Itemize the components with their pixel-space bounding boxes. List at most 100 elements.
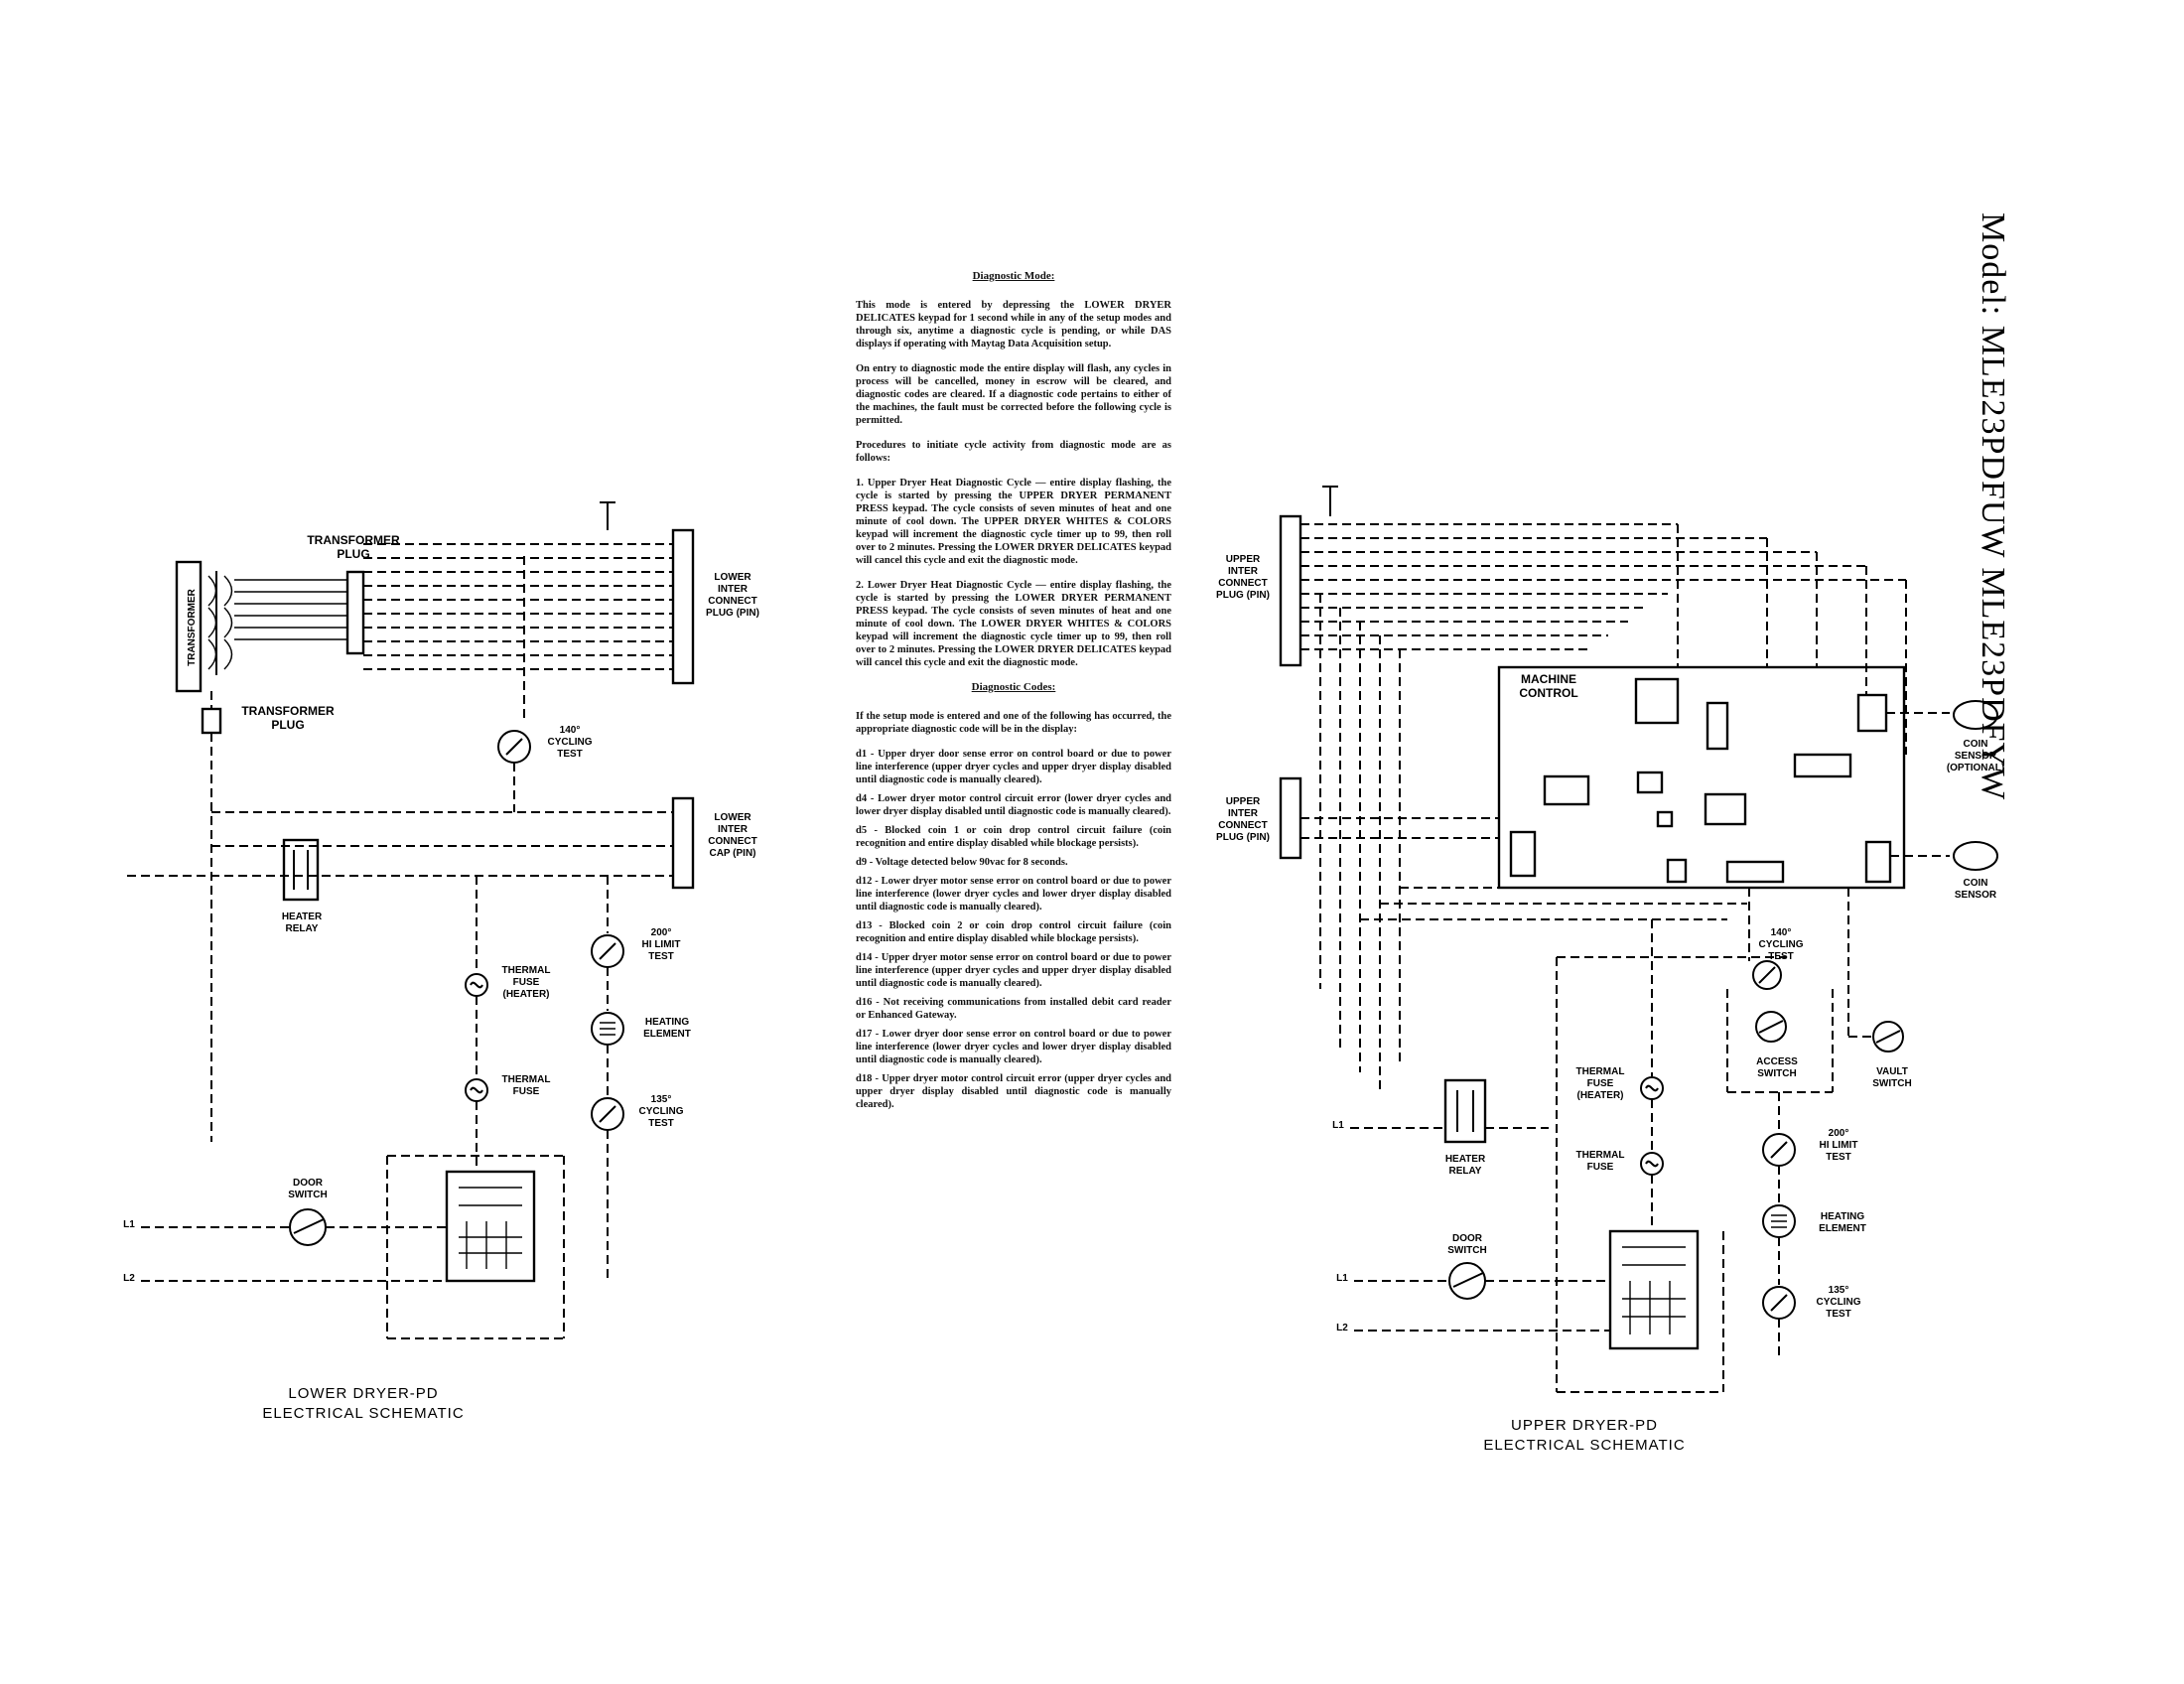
diagnostic-paragraph-2: On entry to diagnostic mode the entire d… (856, 363, 1171, 426)
lower-inter-connect-plug (671, 528, 695, 685)
door-switch-upper-label-2: SWITCH (1447, 1245, 1486, 1256)
lower-inter-connect-label-4: PLUG (PIN) (706, 608, 759, 619)
lower-inter-connect-label-3: CONNECT (708, 596, 756, 607)
hi-limit-label-3: TEST (648, 951, 674, 962)
upper-connect-b-label-4: PLUG (PIN) (1216, 832, 1270, 843)
upper-inter-connect-label-4: PLUG (PIN) (1216, 590, 1270, 601)
door-switch-label-2: SWITCH (288, 1190, 327, 1200)
door-switch-upper-label-1: DOOR (1452, 1233, 1483, 1244)
control-connector-j4 (1636, 771, 1664, 794)
coin-sensor-symbol (1953, 700, 1998, 730)
heating-element-label-2: ELEMENT (643, 1029, 691, 1040)
cycling-135-upper-label-1: 135° (1829, 1285, 1849, 1296)
thermal-fuse-upper-label-2: FUSE (1587, 1162, 1614, 1173)
cycling-135-label-2: CYCLING (639, 1106, 684, 1117)
transformer (175, 560, 203, 693)
upper-inter-connect-plug (1279, 514, 1302, 667)
upper-motor-assembly (1608, 1229, 1700, 1350)
diagnostic-text-column: Diagnostic Mode: This mode is entered by… (856, 270, 1171, 1117)
control-connector-j10 (1666, 858, 1688, 884)
lower-dryer-schematic: TRANSFORMER TRANSFORMER PLUG LOWER INTER… (123, 501, 759, 1422)
lower-connect-b-label-1: LOWER (714, 812, 751, 823)
cross-sensor-label-1: COIN (1964, 878, 1988, 889)
vault-switch-label-2: SWITCH (1872, 1078, 1911, 1089)
heating-element-upper-label-2: ELEMENT (1819, 1223, 1866, 1234)
thermal-fuse-heater-upper-label-3: (HEATER) (1576, 1090, 1623, 1101)
diagnostic-code-item: d17 - Lower dryer door sense error on co… (856, 1029, 1171, 1065)
hi-limit-label-1: 200° (651, 927, 672, 938)
transformer-plug-top-label-1: TRANSFORMER (307, 533, 400, 547)
upper-inter-connect-label-3: CONNECT (1218, 578, 1267, 589)
lower-line-l2: L2 (123, 1273, 135, 1284)
heating-element-upper-label-1: HEATING (1821, 1211, 1864, 1222)
upper-line-l1-top: L1 (1332, 1120, 1344, 1131)
diagnostic-paragraph-6: If the setup mode is entered and one of … (856, 711, 1171, 735)
heater-relay-label-2: RELAY (286, 923, 319, 934)
thermal-fuse-label-1: THERMAL (502, 1074, 551, 1085)
diagnostic-code-item: d9 - Voltage detected below 90vac for 8 … (856, 857, 1068, 868)
door-switch-label-1: DOOR (293, 1178, 324, 1189)
diagnostic-codes-heading: Diagnostic Codes: (971, 681, 1056, 693)
control-connector-j3 (1543, 774, 1590, 806)
diagnostic-paragraph-1: This mode is entered by depressing the L… (856, 300, 1171, 350)
cycling-test-140-symbol-upper (1752, 960, 1782, 990)
hi-limit-label-2: HI LIMIT (642, 939, 681, 950)
cross-sensor-label-2: SENSOR (1955, 890, 1997, 901)
diagnostic-code-item: d14 - Upper dryer motor sense error on c… (856, 952, 1171, 989)
access-switch-label-1: ACCESS (1756, 1056, 1798, 1067)
diagnostic-code-item: d1 - Upper dryer door sense error on con… (856, 749, 1171, 785)
diagnostic-code-item: d16 - Not receiving communications from … (856, 997, 1171, 1021)
cycling-135-upper-label-2: CYCLING (1817, 1297, 1861, 1308)
lower-motor-assembly (445, 1170, 536, 1283)
heater-relay-upper-label-1: HEATER (1445, 1154, 1486, 1165)
transformer-plug-top-label-2: PLUG (337, 547, 369, 561)
lower-caption-2: ELECTRICAL SCHEMATIC (262, 1405, 464, 1422)
cycling-140-label-2: CYCLING (548, 737, 593, 748)
cross-sensor-symbol (1953, 841, 1998, 871)
control-connector-j5 (1656, 810, 1674, 828)
heater-relay-upper (1443, 1078, 1487, 1144)
coin-sensor-label-1: COIN (1964, 739, 1988, 750)
upper-line-l1: L1 (1336, 1273, 1348, 1284)
cycling-135-label-3: TEST (648, 1118, 674, 1129)
hi-limit-upper-label-3: TEST (1826, 1152, 1851, 1163)
thermal-fuse-upper-label-1: THERMAL (1576, 1150, 1625, 1161)
diagnostic-code-item: d4 - Lower dryer motor control circuit e… (856, 793, 1171, 817)
transformer-plug-bottom-label-2: PLUG (271, 718, 304, 732)
upper-dryer-schematic: UPPER INTER CONNECT PLUG (PIN) MACHINE C… (1216, 486, 2004, 1454)
control-connector-j2 (1706, 701, 1729, 751)
cycling-140-label-1: 140° (560, 725, 581, 736)
lower-inter-connect-label-2: INTER (718, 584, 749, 595)
diagnostic-codes-list: d1 - Upper dryer door sense error on con… (856, 748, 1171, 1111)
upper-connect-b-label-1: UPPER (1226, 796, 1261, 807)
machine-control-board (1497, 665, 1906, 890)
control-connector-j1 (1634, 677, 1680, 725)
lower-connect-b-label-4: CAP (PIN) (709, 848, 755, 859)
hi-limit-upper-label-1: 200° (1829, 1128, 1849, 1139)
transformer-plug-bottom-label-1: TRANSFORMER (241, 704, 335, 718)
heater-relay (282, 838, 320, 902)
control-connector-j6 (1704, 792, 1747, 826)
lower-inter-connect-cap (671, 796, 695, 890)
vault-switch-symbol (1872, 1021, 1904, 1052)
coin-sensor-label-3: (OPTIONAL) (1947, 763, 2004, 773)
access-switch-symbol (1755, 1011, 1787, 1043)
control-connector-j8 (1725, 860, 1785, 884)
transformer-plug-bottom (201, 707, 222, 735)
upper-connect-b-label-3: CONNECT (1218, 820, 1267, 831)
diagnostic-paragraph-3: Procedures to initiate cycle activity fr… (856, 440, 1171, 464)
diagnostic-code-item: d12 - Lower dryer motor sense error on c… (856, 876, 1171, 912)
heater-relay-label-1: HEATER (282, 912, 323, 922)
control-connector-j9 (1793, 753, 1852, 778)
lower-line-l1: L1 (123, 1219, 135, 1230)
upper-inter-connect-label-1: UPPER (1226, 554, 1261, 565)
thermal-fuse-heater-upper-label-2: FUSE (1587, 1078, 1614, 1089)
upper-caption-2: ELECTRICAL SCHEMATIC (1483, 1437, 1685, 1454)
lower-caption-1: LOWER DRYER-PD (288, 1385, 438, 1402)
control-connector-j7 (1509, 830, 1537, 878)
lower-connect-b-label-2: INTER (718, 824, 749, 835)
heater-relay-upper-label-2: RELAY (1449, 1166, 1482, 1177)
access-switch-label-2: SWITCH (1757, 1068, 1796, 1079)
upper-inter-connect-plug-b (1279, 776, 1302, 860)
